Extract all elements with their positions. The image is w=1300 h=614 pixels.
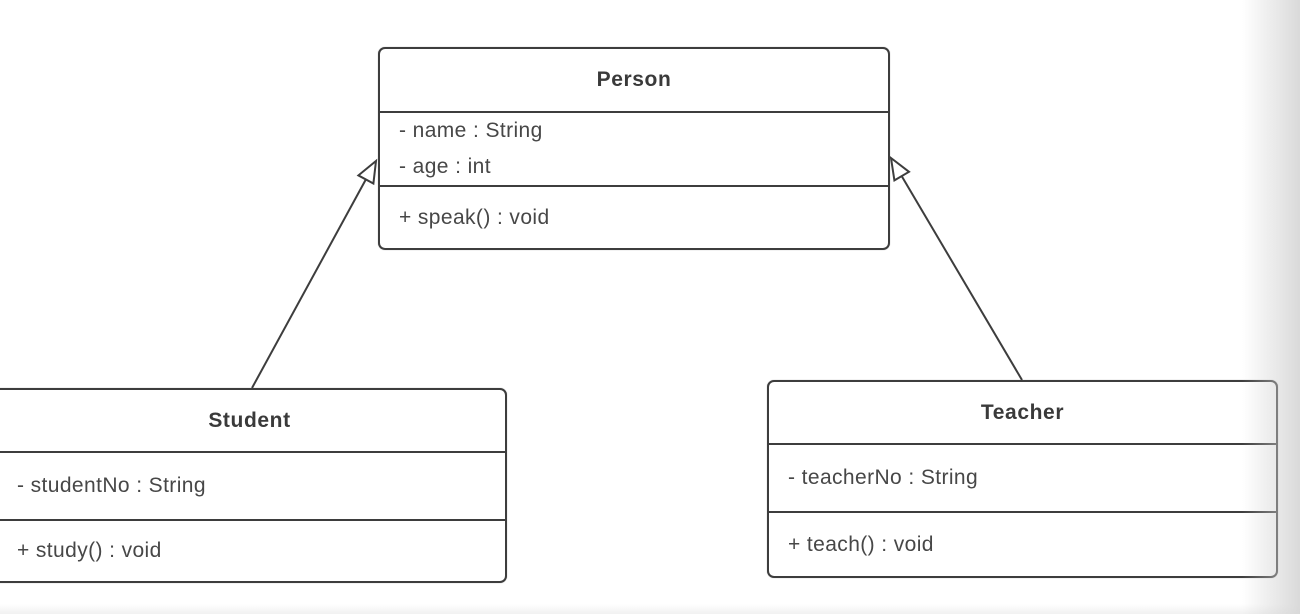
attribute-student-studentno: - studentNo : String	[17, 474, 206, 497]
generalization-teacher-to-person[interactable]	[889, 155, 1023, 381]
method-teacher-teach: + teach() : void	[788, 532, 934, 556]
generalization-student-to-person[interactable]	[251, 158, 378, 389]
method-person-speak: + speak() : void	[399, 205, 550, 229]
generalization-line-student[interactable]	[251, 178, 367, 389]
generalization-line-teacher[interactable]	[900, 175, 1023, 381]
attribute-person-name: - name : String	[399, 119, 543, 142]
method-student-study: + study() : void	[17, 539, 162, 562]
methods-compartment-student: + study() : void	[0, 521, 505, 581]
attributes-compartment-person: - name : String - age : int	[380, 113, 888, 187]
class-box-student[interactable]: Student - studentNo : String + study() :…	[0, 388, 507, 583]
class-box-person[interactable]: Person - name : String - age : int + spe…	[378, 47, 890, 250]
attribute-person-age: - age : int	[399, 155, 491, 178]
generalization-arrowhead-student	[356, 158, 378, 186]
methods-compartment-person: + speak() : void	[380, 187, 888, 248]
attributes-compartment-student: - studentNo : String	[0, 453, 505, 521]
class-name-student: Student	[0, 390, 505, 453]
attributes-compartment-teacher: - teacherNo : String	[769, 445, 1276, 513]
class-name-teacher: Teacher	[769, 382, 1276, 445]
methods-compartment-teacher: + teach() : void	[769, 513, 1276, 576]
class-name-person: Person	[380, 49, 888, 113]
attribute-teacher-teacherno: - teacherNo : String	[788, 466, 979, 489]
generalization-arrowhead-teacher	[889, 155, 911, 183]
class-box-teacher[interactable]: Teacher - teacherNo : String + teach() :…	[767, 380, 1278, 578]
